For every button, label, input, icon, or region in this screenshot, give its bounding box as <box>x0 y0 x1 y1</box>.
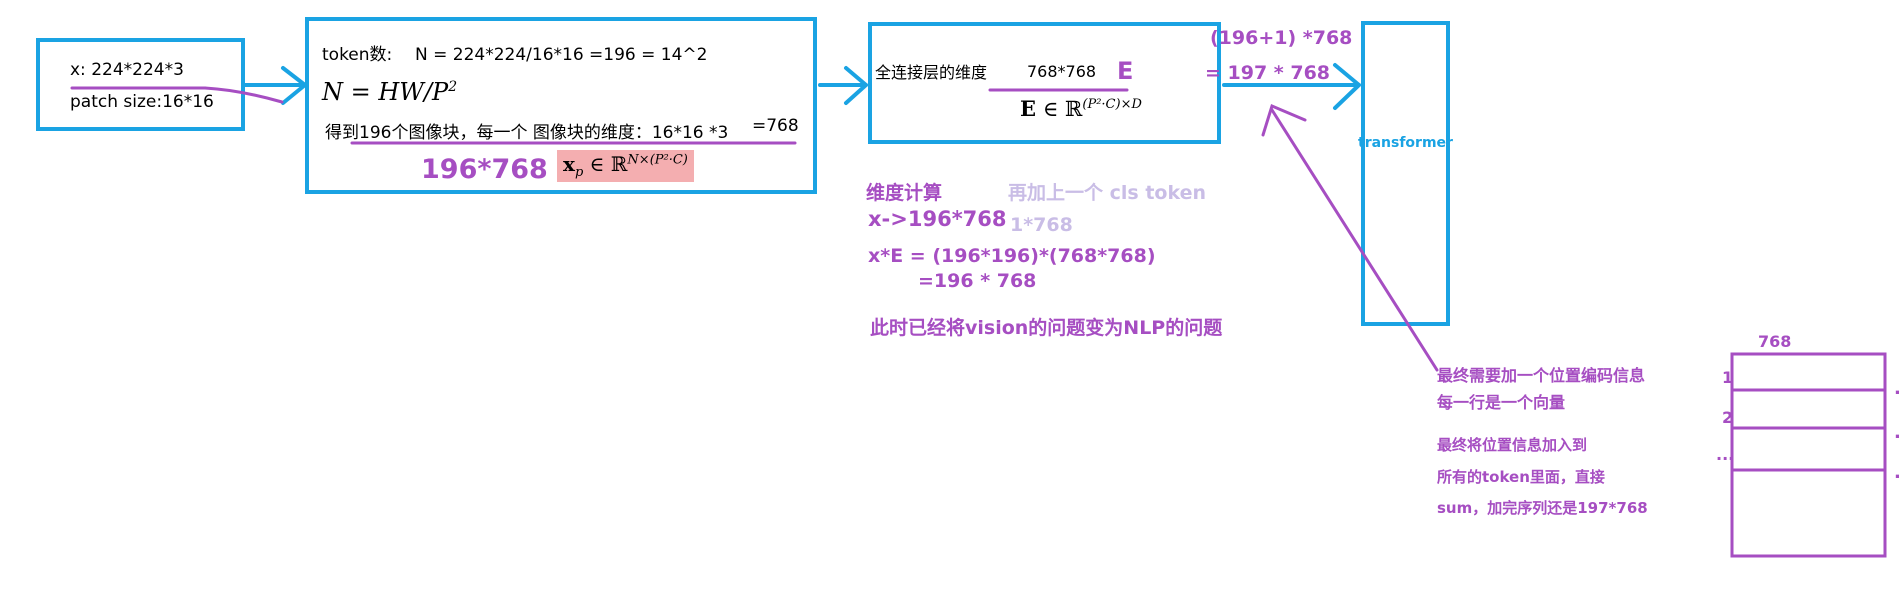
fc-latex-sup: (P²·C)×D <box>1082 97 1142 112</box>
calc-line3: =196 * 768 <box>918 270 1037 292</box>
arrow-fc-to-transformer <box>1222 63 1361 110</box>
cls-note: 再加上一个 cls token <box>1008 182 1206 204</box>
matrix-dim: 768 <box>1758 332 1792 351</box>
output-line1: (196+1) *768 <box>1210 27 1353 49</box>
patch-size-text: patch size:16*16 <box>70 92 214 112</box>
transformer-label: transformer <box>1358 135 1453 151</box>
matrix-mark-3: . <box>1894 462 1900 483</box>
token-latex: N = HW/P2 <box>322 78 457 106</box>
pos-note3: 最终将位置信息加入到 <box>1437 436 1588 454</box>
pointer-head <box>1261 103 1307 137</box>
token-formula: N = 224*224/16*16 =196 = 14^2 <box>415 45 708 65</box>
token-box <box>305 17 817 194</box>
input-size-text: x: 224*224*3 <box>70 60 184 80</box>
xp-set: ∈ ℝ <box>589 152 628 176</box>
position-matrix <box>1730 352 1887 558</box>
pos-note4: 所有的token里面，直接 <box>1437 468 1605 486</box>
fc-dims: 768*768 <box>1027 62 1097 81</box>
matrix-row-2: 2 <box>1722 408 1734 427</box>
fc-box <box>868 22 1221 144</box>
token-desc: 得到196个图像块，每一个 图像块的维度：16*16 *3 <box>325 123 729 143</box>
matrix-row-box-1 <box>1730 352 1887 392</box>
token-latex-sup: 2 <box>448 79 458 95</box>
calc-line1: x->196*768 <box>868 207 1007 231</box>
xp-sub: p <box>574 165 584 180</box>
matrix-row-1: 1 <box>1722 368 1734 387</box>
token-desc-eq: =768 <box>752 116 799 136</box>
fc-latex-E: E <box>1020 96 1037 121</box>
cls-dim: 1*768 <box>1010 214 1073 236</box>
matrix-row-box-4 <box>1730 468 1887 558</box>
output-line2: = 197 * 768 <box>1205 62 1331 84</box>
matrix-row-box-3 <box>1730 426 1887 472</box>
fc-latex: E ∈ ℝ(P²·C)×D <box>1020 96 1142 121</box>
pos-note1: 最终需要加一个位置编码信息 <box>1437 366 1646 385</box>
pos-note5: sum，加完序列还是197*768 <box>1437 499 1648 517</box>
annotations-purple <box>70 86 1439 372</box>
input-box <box>36 38 245 131</box>
matrix-row-box-2 <box>1730 388 1887 430</box>
token-result: 196*768 <box>421 154 548 185</box>
input-curl <box>203 86 284 104</box>
calc-line2: x*E = (196*196)*(768*768) <box>868 245 1156 267</box>
token-latex-main: N = HW/P <box>322 78 449 106</box>
transformer-box <box>1361 21 1450 326</box>
fc-E: E <box>1117 57 1134 85</box>
fc-label: 全连接层的维度 <box>875 63 988 82</box>
fc-latex-set: ∈ ℝ <box>1042 97 1083 121</box>
pointer-line <box>1270 108 1439 372</box>
xp-formula: xp ∈ ℝN×(P²·C) <box>557 150 694 182</box>
arrow-token-to-fc <box>818 66 868 105</box>
arrow-input-to-token <box>243 66 307 105</box>
xp-var: x <box>563 152 575 176</box>
matrix-row-3: ... <box>1716 445 1735 464</box>
xp-sup: N×(P²·C) <box>627 152 688 168</box>
calc-title: 维度计算 <box>866 182 943 204</box>
matrix-mark-2: . <box>1894 422 1900 443</box>
token-label: token数: <box>322 45 393 65</box>
calc-conclusion: 此时已经将vision的问题变为NLP的问题 <box>870 317 1223 339</box>
matrix-mark-1: . <box>1894 378 1900 399</box>
pos-note2: 每一行是一个向量 <box>1437 393 1566 412</box>
arrows-blue <box>243 63 1361 110</box>
